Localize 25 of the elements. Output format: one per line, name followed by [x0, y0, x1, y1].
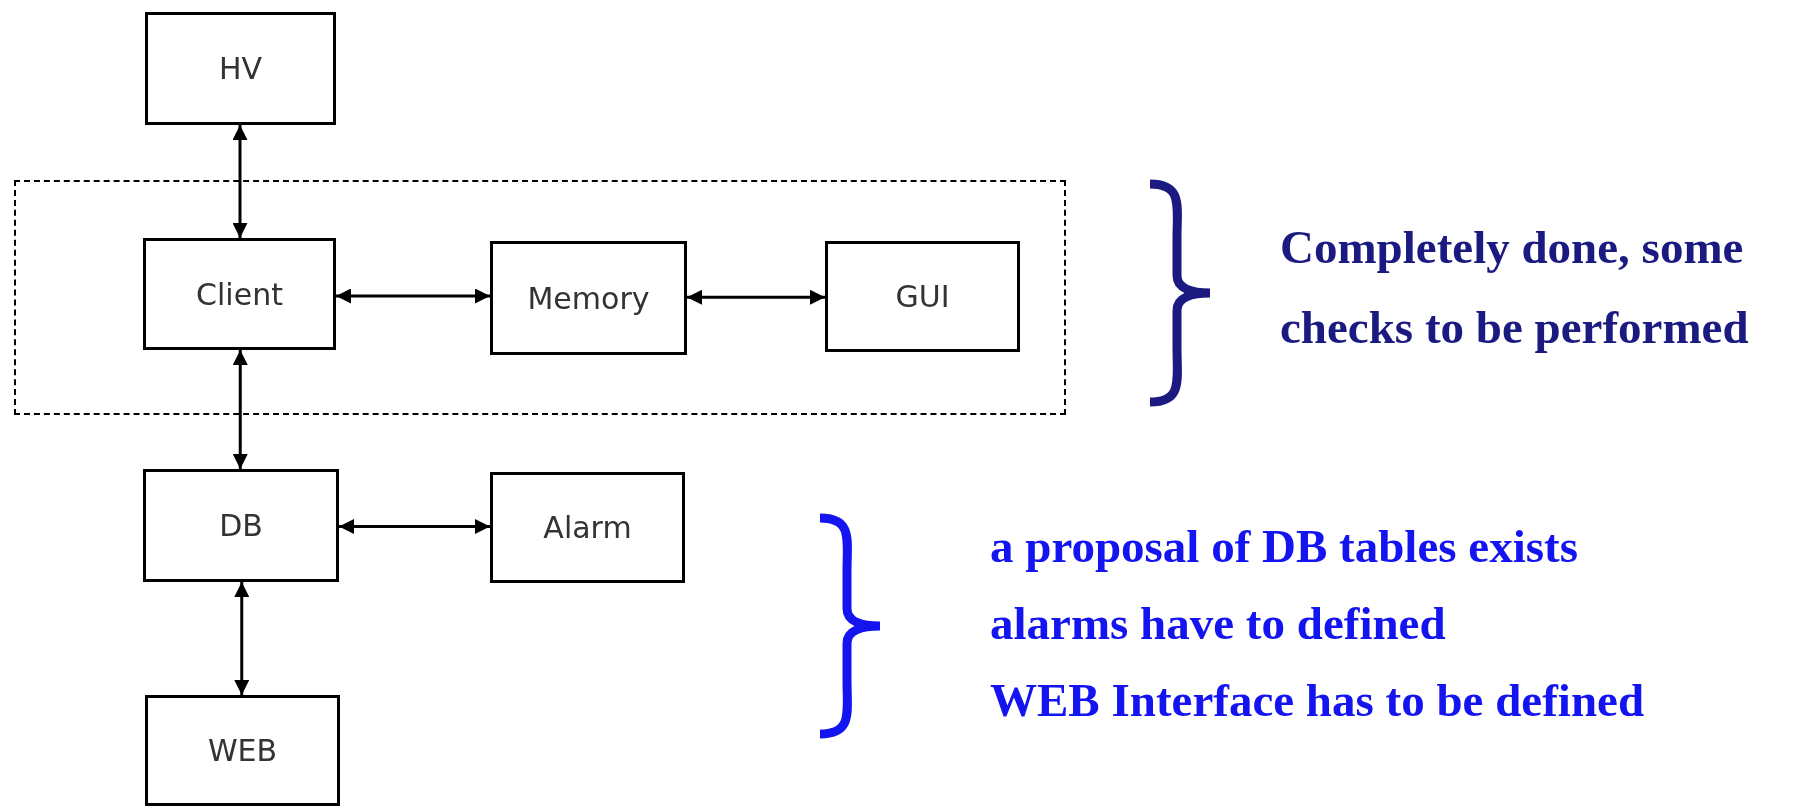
- double-arrow: [232, 350, 248, 469]
- process-box: [490, 472, 685, 583]
- double-arrow: [336, 288, 490, 304]
- double-arrow: [232, 125, 248, 238]
- note-text: WEB Interface has to be defined: [990, 673, 1645, 728]
- note-text: a proposal of DB tables exists: [990, 519, 1578, 574]
- box-label: Client: [196, 276, 283, 312]
- note-text: alarms have to defined: [990, 596, 1446, 651]
- box-label: WEB: [207, 733, 278, 768]
- process-box: [145, 695, 340, 806]
- box-label: DB: [219, 508, 263, 543]
- process-box: [143, 469, 339, 582]
- box-label: Alarm: [543, 510, 632, 545]
- double-arrow: [339, 519, 490, 534]
- dashed-group-box: [14, 180, 1066, 415]
- process-box: [825, 241, 1020, 352]
- note-text: Completely done, some checks to be performed: [1280, 220, 1750, 355]
- box-label: GUI: [895, 279, 950, 314]
- process-box: [143, 238, 336, 350]
- process-box: [490, 241, 687, 355]
- double-arrow: [234, 582, 250, 695]
- double-arrow: [687, 289, 825, 305]
- box-label: HV: [218, 51, 263, 86]
- process-box: [145, 12, 336, 125]
- box-label: Memory: [527, 280, 650, 316]
